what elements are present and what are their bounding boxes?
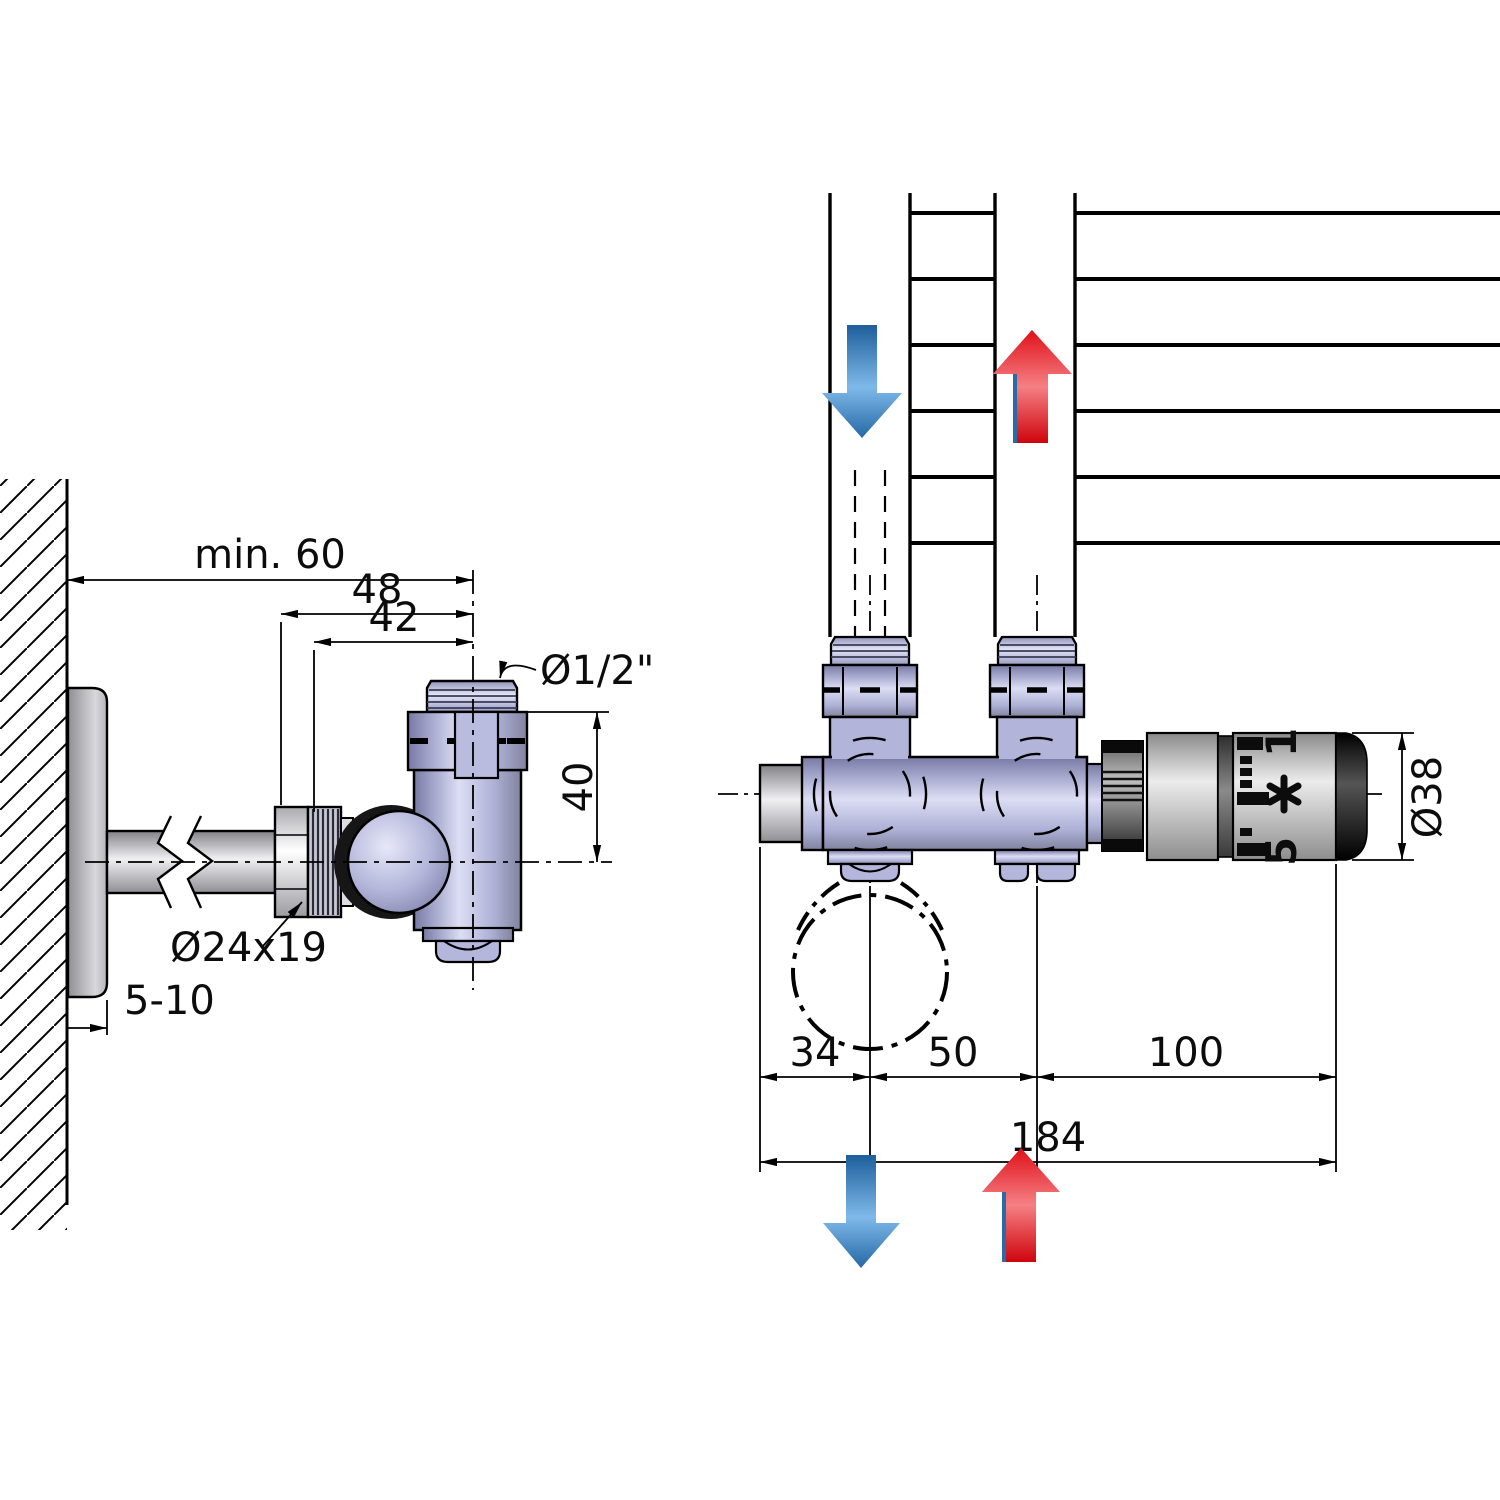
dim-40-label: 40 bbox=[556, 762, 602, 813]
corner-valve-body bbox=[334, 679, 529, 964]
head-end-cap bbox=[1335, 732, 1368, 861]
head-scale-band bbox=[1237, 737, 1269, 856]
wall-cover-plate bbox=[66, 686, 109, 999]
thread-leader-line bbox=[499, 660, 537, 679]
right-view-dimensions bbox=[759, 732, 1414, 1172]
side-stub bbox=[758, 763, 807, 844]
right-view-front-elevation: 1 5 Ø38 34 50 100 184 bbox=[718, 193, 1500, 1268]
return-flow-down-arrow-bottom-icon bbox=[823, 1155, 900, 1268]
dim-34-label: 34 bbox=[790, 1030, 841, 1076]
nut-leader-line bbox=[262, 901, 303, 947]
left-view-dimensions bbox=[67, 575, 609, 1035]
radiator-rungs bbox=[910, 211, 1500, 545]
dim-48-label: 48 bbox=[352, 567, 403, 613]
head-collar bbox=[1145, 731, 1220, 862]
thermostatic-head: 1 5 bbox=[1101, 728, 1368, 866]
valve-bottom-cap bbox=[421, 926, 515, 964]
left-view-side-elevation: min. 60 48 42 40 Ø1/2" Ø24x19 5-10 bbox=[0, 479, 654, 1230]
dim-50-label: 50 bbox=[928, 1030, 979, 1076]
wall-hatching bbox=[0, 479, 67, 1230]
dim-wall-distance-label: min. 60 bbox=[194, 532, 346, 578]
radiator-tubes bbox=[828, 193, 1077, 637]
thread-size-label: Ø1/2" bbox=[540, 648, 654, 694]
dim-head-diameter-label: Ø38 bbox=[1405, 756, 1451, 838]
dim-100-label: 100 bbox=[1148, 1030, 1224, 1076]
dim-plate-gap-label: 5-10 bbox=[124, 978, 215, 1024]
valve-bonnet bbox=[406, 710, 529, 780]
head-connection-nut bbox=[1101, 740, 1144, 852]
union-nut-size-label: Ø24x19 bbox=[170, 925, 327, 971]
top-thread bbox=[425, 679, 519, 714]
head-scale-min-label: 5 bbox=[1257, 837, 1306, 866]
dim-42-label: 42 bbox=[369, 595, 420, 641]
supply-flow-up-arrow-icon bbox=[993, 330, 1072, 443]
twin-valve-body bbox=[758, 719, 1105, 883]
hidden-immersion-tube bbox=[853, 470, 887, 637]
frost-protection-icon bbox=[1266, 774, 1302, 814]
supply-flow-up-arrow-bottom-icon bbox=[982, 1148, 1060, 1262]
bottom-outlets bbox=[826, 848, 1081, 883]
head-scale-max-label: 1 bbox=[1257, 728, 1306, 757]
return-flow-down-arrow-icon bbox=[822, 325, 902, 438]
head-grip-ring bbox=[1217, 735, 1234, 858]
